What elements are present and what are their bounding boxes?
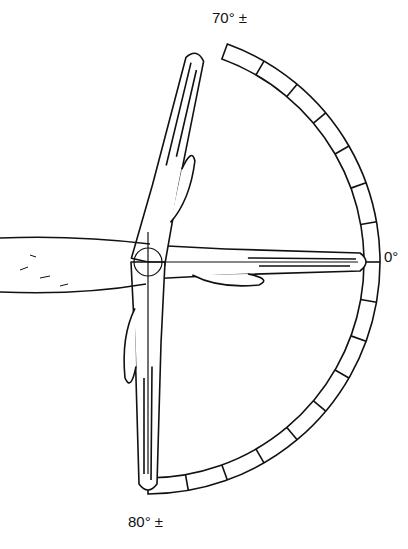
arc-tick xyxy=(313,401,325,411)
arc-tick xyxy=(335,146,349,154)
arc-tick xyxy=(351,183,366,188)
arc-tick xyxy=(287,427,297,439)
arc-tick xyxy=(335,370,349,378)
angle-label: 80° ± xyxy=(128,514,163,529)
hand-outline xyxy=(131,53,203,266)
angle-label: 0° xyxy=(384,249,398,264)
arc-tick xyxy=(256,449,264,463)
thumb xyxy=(192,274,263,286)
angle-label: 70° ± xyxy=(212,10,247,25)
arc-tick xyxy=(361,222,377,225)
thumb xyxy=(171,156,195,223)
forearm-outline xyxy=(0,237,150,244)
arc-tick xyxy=(222,465,227,480)
hand-drawing xyxy=(124,53,366,490)
hand-outline xyxy=(148,245,366,279)
arc-tick xyxy=(313,113,325,123)
arc-tick xyxy=(361,300,377,303)
vertical-line xyxy=(147,232,148,474)
arc-tick xyxy=(186,475,189,491)
finger-line xyxy=(166,63,196,166)
arc-tick xyxy=(256,61,264,75)
thumb xyxy=(124,308,136,383)
wrist-circle xyxy=(134,248,162,276)
forearm-outline xyxy=(0,284,146,293)
arc-tick xyxy=(351,336,366,341)
shading-stroke xyxy=(20,255,68,286)
arc-tick xyxy=(287,84,297,96)
reference-lines xyxy=(134,232,358,474)
forearm xyxy=(0,237,150,292)
zero-line xyxy=(148,261,358,262)
